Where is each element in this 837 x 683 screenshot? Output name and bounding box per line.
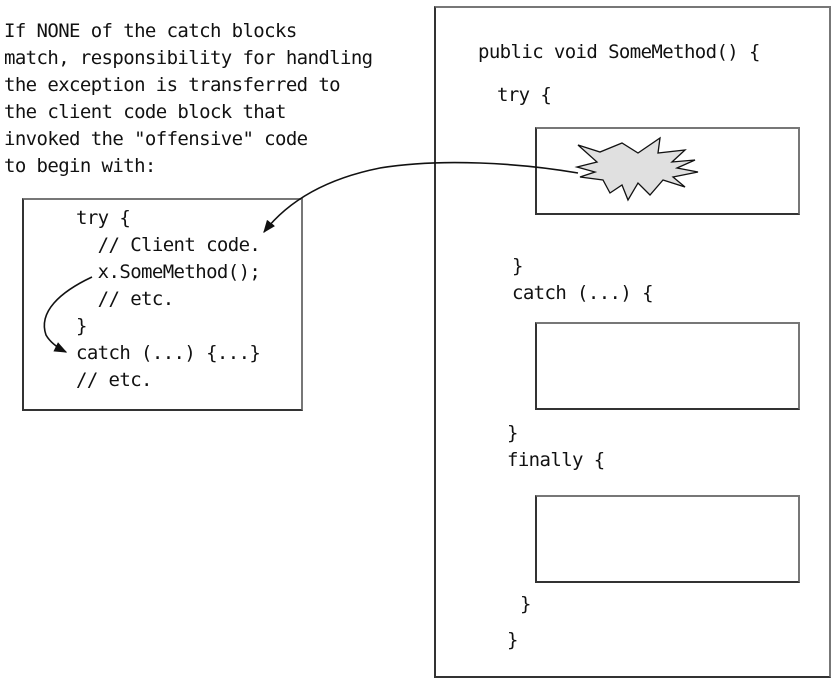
propagation-arrow xyxy=(263,161,579,234)
client-code-line: // etc. xyxy=(76,288,174,310)
finally-open: finally { xyxy=(507,449,605,471)
catch-close: } xyxy=(507,422,518,444)
client-code-line: x.SomeMethod(); xyxy=(76,261,261,283)
try-block xyxy=(535,127,800,215)
method-box xyxy=(434,6,831,678)
caption-line: If NONE of the catch blocks xyxy=(4,20,297,42)
client-code-box xyxy=(22,198,303,411)
client-code-line: catch (...) {...} xyxy=(76,342,261,364)
finally-block xyxy=(535,495,800,583)
caption-line: to begin with: xyxy=(4,155,156,177)
caption-line: the exception is transferred to xyxy=(4,74,341,96)
catch-block xyxy=(535,322,800,410)
client-code-line: // Client code. xyxy=(76,234,261,256)
client-code-line: try { xyxy=(76,207,131,229)
client-code-line: } xyxy=(76,315,87,337)
caption-line: invoked the "offensive" code xyxy=(4,128,308,150)
client-code-line: // etc. xyxy=(76,369,152,391)
method-close: } xyxy=(507,629,518,651)
finally-close: } xyxy=(520,593,531,615)
catch-flow-arrow xyxy=(43,276,93,353)
try-close: } xyxy=(512,255,523,277)
try-open: try { xyxy=(497,84,552,106)
catch-open: catch (...) { xyxy=(512,282,654,304)
method-signature: public void SomeMethod() { xyxy=(478,41,760,63)
starburst-icon xyxy=(574,136,699,202)
caption-line: the client code block that xyxy=(4,101,286,123)
caption-line: match, responsibility for handling xyxy=(4,47,373,69)
